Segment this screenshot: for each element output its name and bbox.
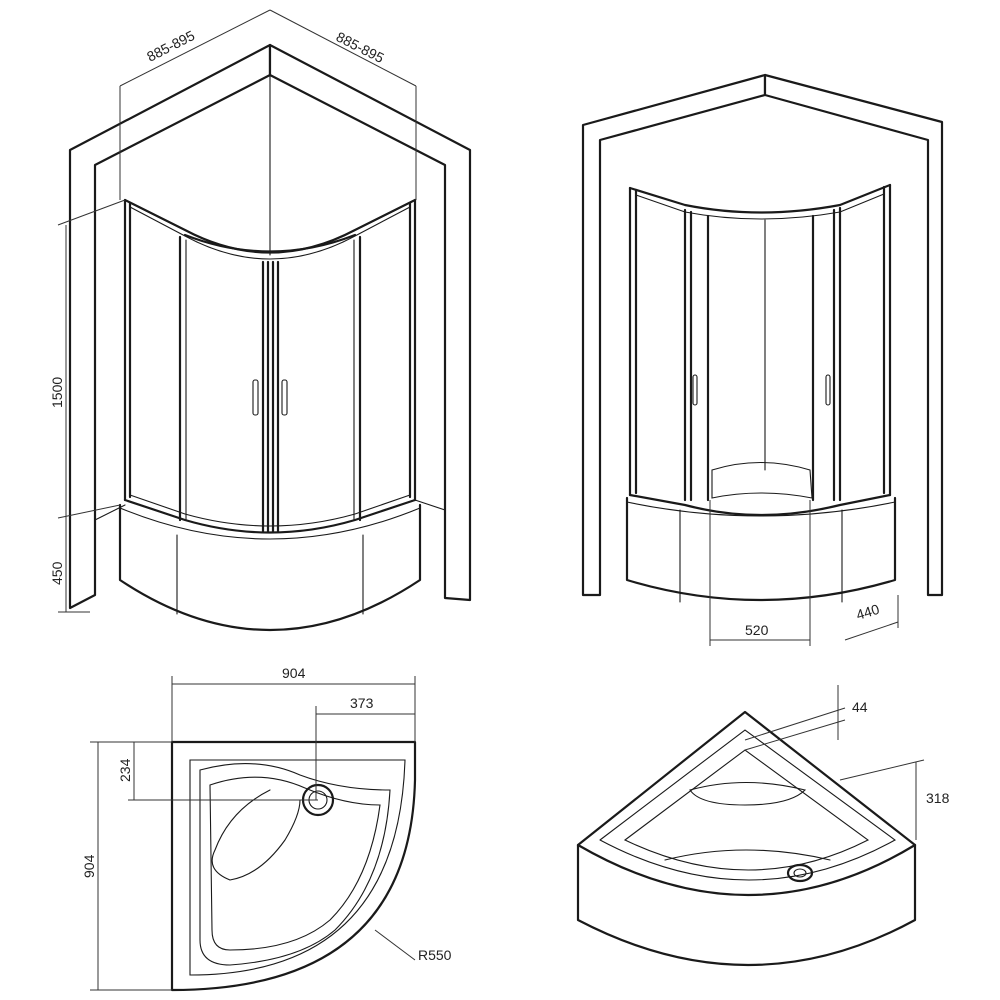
dim-label: 885-895	[144, 27, 197, 65]
dim-label: 318	[926, 790, 950, 806]
dim-drain-x: 373	[315, 695, 415, 800]
dim-drain-y: 234	[117, 741, 318, 801]
dim-label: 904	[282, 665, 306, 681]
tray-top-view: 904 373 234 904 R550	[81, 665, 452, 992]
tray-front	[625, 496, 897, 603]
handle-right-icon	[281, 379, 288, 416]
tray-front	[118, 503, 422, 631]
handle-left-icon	[692, 374, 698, 406]
cabin-frame	[123, 198, 417, 534]
perspective-view: 520 440	[581, 73, 944, 646]
dim-label: R550	[418, 947, 452, 963]
dim-label: 373	[350, 695, 374, 711]
dim-label: 450	[49, 561, 65, 585]
handle-right-icon	[825, 374, 831, 406]
dim-label: 234	[117, 758, 133, 782]
dim-label: 904	[81, 854, 97, 878]
dim-side-panel: 440	[844, 595, 899, 641]
dim-label: 440	[854, 601, 881, 623]
front-elevation-view: 885-895 885-895 1500 450	[49, 9, 472, 631]
dim-label: 520	[745, 622, 769, 638]
dim-tray-height: 450	[49, 518, 90, 613]
right-wall	[763, 73, 944, 597]
left-wall	[68, 43, 272, 610]
right-wall	[268, 43, 472, 602]
dim-door-opening: 520	[709, 500, 811, 646]
left-wall	[581, 73, 767, 597]
dim-rim-height: 44	[744, 685, 868, 751]
cabin-frame	[628, 183, 892, 517]
drain-icon	[786, 863, 814, 883]
wall-floor-right	[414, 499, 446, 511]
dim-tray-depth: 904	[81, 741, 172, 991]
tray-perspective-view: 44 318	[576, 685, 950, 967]
handle-left-icon	[252, 379, 259, 416]
dim-tray-depth-inner: 318	[839, 759, 950, 840]
dim-height: 1500	[49, 199, 126, 519]
dim-radius: R550	[374, 929, 452, 963]
dim-label: 44	[852, 699, 868, 715]
dim-tray-width: 904	[171, 665, 416, 742]
dim-label: 1500	[49, 377, 65, 408]
